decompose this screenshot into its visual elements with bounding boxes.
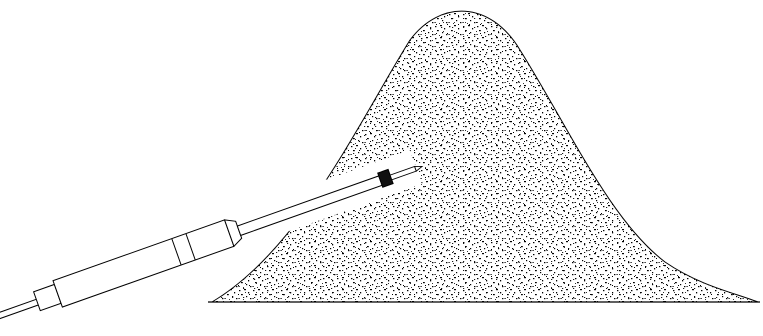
probe-tip-point (413, 165, 424, 172)
probe-sampler (0, 150, 424, 321)
probe-handle (52, 219, 235, 308)
pile-body-dots (212, 11, 758, 302)
granular-pile (208, 10, 760, 303)
handle-band-2 (185, 233, 196, 261)
probe-cable (0, 298, 37, 315)
pile-outline (211, 10, 759, 303)
probe-cable-2 (0, 304, 39, 321)
handle-band-1 (171, 238, 182, 266)
